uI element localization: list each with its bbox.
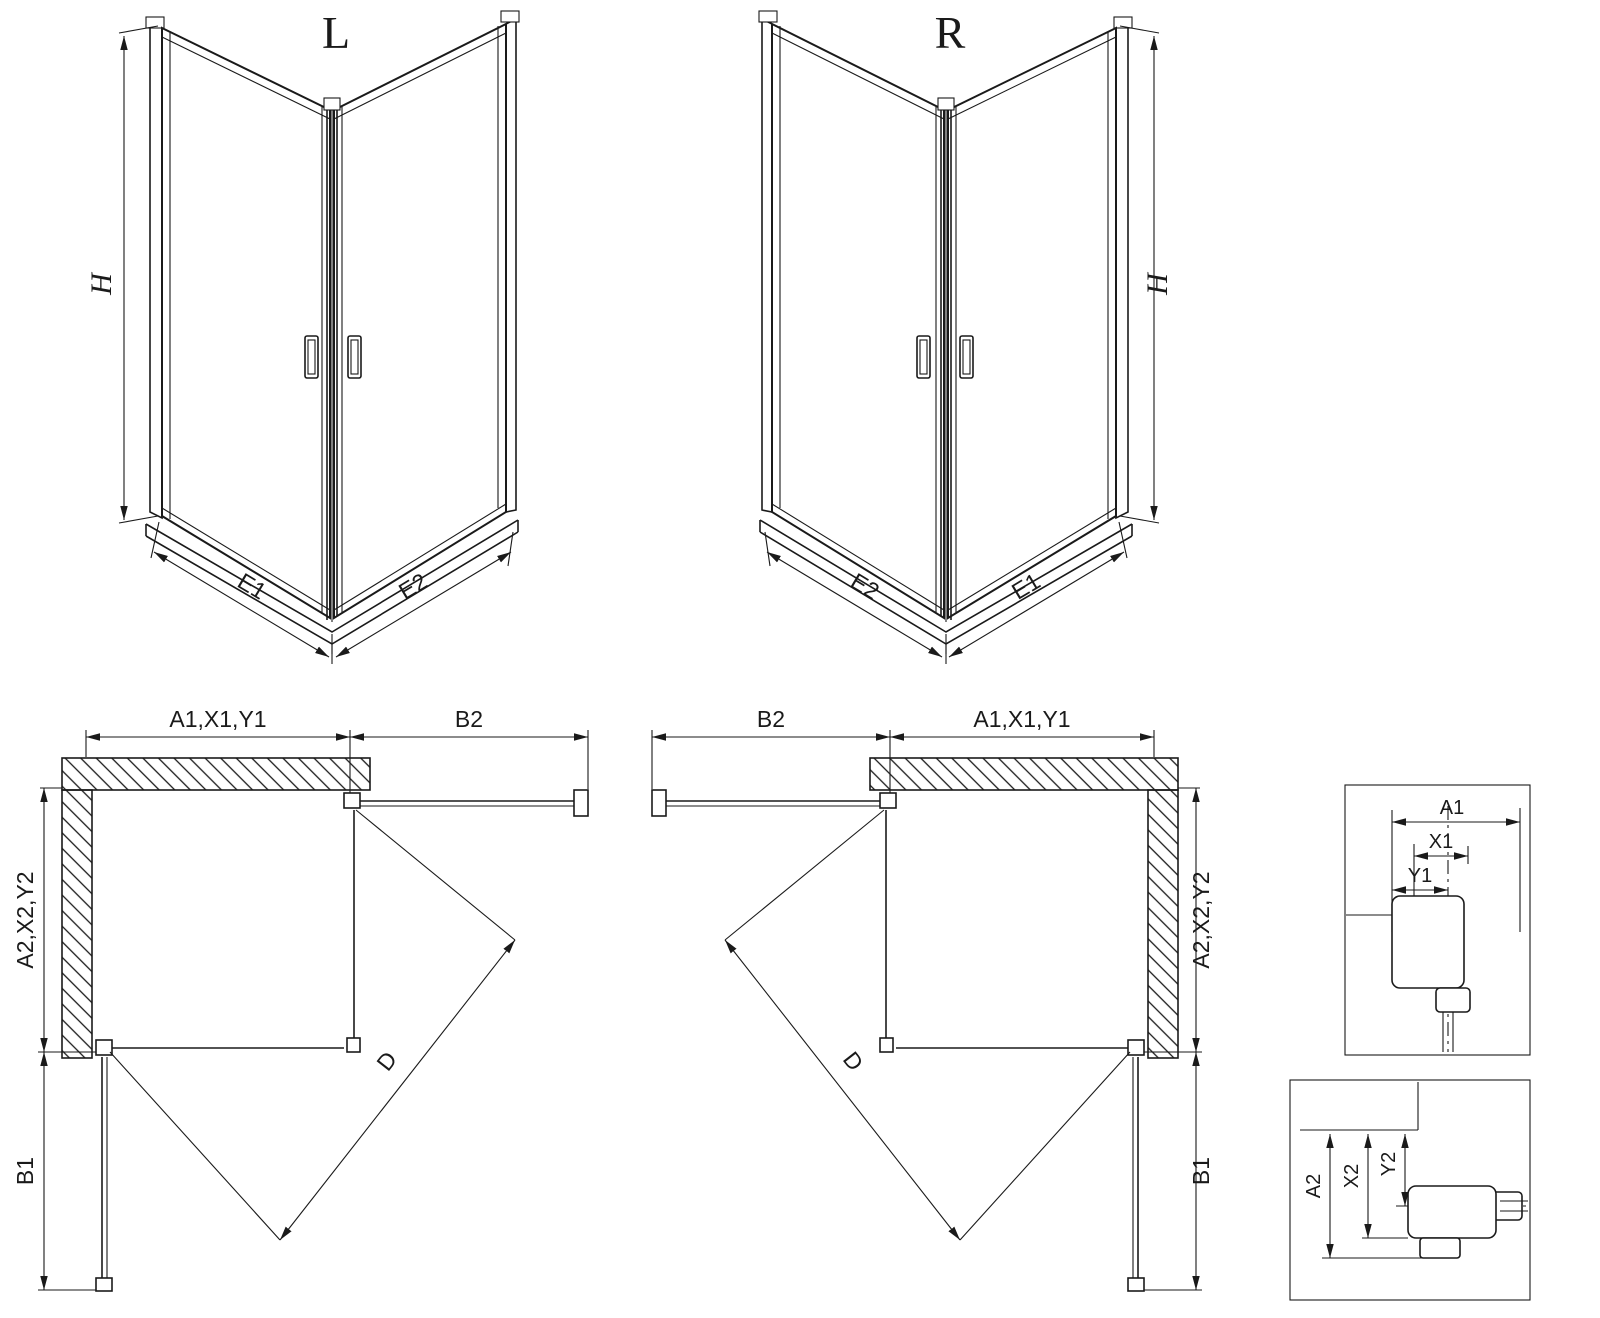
wall-left-hatched bbox=[61, 789, 93, 1059]
door-swing-diagonal bbox=[724, 809, 885, 941]
dimension-height: H bbox=[85, 25, 159, 524]
door-swing-diagonal bbox=[109, 1051, 281, 1241]
corner-fitting bbox=[879, 1037, 894, 1053]
right-wall-profile bbox=[1115, 22, 1129, 520]
door-open-top bbox=[343, 789, 589, 817]
glass-panel-right bbox=[947, 26, 1117, 620]
door-end-bracket bbox=[573, 789, 589, 817]
profile-body bbox=[1407, 1185, 1497, 1239]
iso-view-right: R bbox=[758, 7, 1174, 664]
dimension-top: A1,X1,Y1 B2 bbox=[651, 706, 1155, 794]
corner-fitting bbox=[346, 1037, 361, 1053]
dimension-height: H bbox=[1119, 25, 1174, 524]
dimension-diagonal: D bbox=[279, 939, 516, 1241]
dim-label-b2: B2 bbox=[757, 706, 785, 732]
top-frame-line bbox=[333, 32, 507, 120]
iso-view-left: L bbox=[85, 7, 520, 664]
wall-right-hatched bbox=[1147, 789, 1179, 1059]
door-open-bottom bbox=[1127, 1057, 1145, 1292]
view-label-right: R bbox=[935, 7, 966, 58]
door-hinge-fitting bbox=[95, 1039, 113, 1056]
door-handle-left bbox=[304, 335, 319, 379]
dim-label-d: D bbox=[838, 1047, 869, 1076]
door-swing-diagonal bbox=[355, 809, 516, 941]
door-end-bracket bbox=[95, 1277, 113, 1292]
dim-label-x1: X1 bbox=[1429, 831, 1453, 853]
wall-top-hatched bbox=[61, 757, 371, 791]
profile-foot bbox=[1419, 1237, 1461, 1259]
profile-body bbox=[1391, 895, 1465, 989]
plan-view-right: A1,X1,Y1 B2 A2,X2,Y2 B1 bbox=[651, 706, 1214, 1292]
dim-label-a2x2y2: A2,X2,Y2 bbox=[12, 871, 38, 968]
left-wall-profile bbox=[761, 17, 773, 513]
plan-view-left: A1,X1,Y1 B2 A2,X2,Y2 B1 bbox=[12, 706, 589, 1292]
dim-label-b1: B1 bbox=[1188, 1157, 1214, 1185]
dim-label-y2: Y2 bbox=[1378, 1152, 1400, 1176]
dim-label-b1: B1 bbox=[12, 1157, 38, 1185]
dim-label-a1: A1 bbox=[1440, 797, 1464, 819]
dim-label-h: H bbox=[1141, 271, 1174, 296]
glass-panel-left bbox=[161, 26, 331, 620]
door-handle-right bbox=[347, 335, 362, 379]
right-profile-cap bbox=[1113, 16, 1133, 29]
detail-bottom-profile: A2 X2 Y2 bbox=[1289, 1079, 1531, 1301]
left-profile-cap bbox=[145, 16, 165, 29]
door-handle-left bbox=[916, 335, 931, 379]
door-open-top bbox=[651, 789, 897, 817]
door-hinge-fitting bbox=[343, 792, 361, 809]
right-profile-cap bbox=[500, 10, 520, 23]
door-hinge-fitting bbox=[1127, 1039, 1145, 1056]
dim-label-b2: B2 bbox=[455, 706, 483, 732]
view-label-left: L bbox=[322, 7, 350, 58]
dim-label-d: D bbox=[371, 1047, 402, 1076]
top-frame-line bbox=[947, 36, 1117, 120]
door-end-bracket bbox=[651, 789, 667, 817]
dim-label-a2x2y2: A2,X2,Y2 bbox=[1188, 871, 1214, 968]
dimension-diagonal: D bbox=[724, 939, 961, 1241]
left-wall-profile bbox=[149, 22, 163, 520]
dim-label-a1x1y1: A1,X1,Y1 bbox=[973, 706, 1070, 732]
glass-panel-left bbox=[771, 22, 945, 620]
glass-panel-right bbox=[333, 22, 507, 620]
dim-label-y1: Y1 bbox=[1408, 865, 1432, 887]
door-hinge-fitting bbox=[879, 792, 897, 809]
detail-top-profile: A1 X1 Y1 bbox=[1344, 784, 1531, 1056]
top-frame-line bbox=[771, 32, 945, 120]
dimension-side: A2,X2,Y2 B1 bbox=[12, 787, 98, 1291]
corner-cap bbox=[937, 97, 955, 111]
left-profile-cap bbox=[758, 10, 778, 23]
detail-box bbox=[1289, 1079, 1531, 1301]
right-wall-profile bbox=[505, 17, 517, 513]
dim-label-h: H bbox=[85, 271, 118, 296]
door-handle-right bbox=[959, 335, 974, 379]
wall-top-hatched bbox=[869, 757, 1179, 791]
top-frame-line bbox=[161, 36, 331, 120]
dim-label-x2: X2 bbox=[1341, 1164, 1363, 1188]
dimension-top: A1,X1,Y1 B2 bbox=[85, 706, 589, 794]
dim-label-a1x1y1: A1,X1,Y1 bbox=[169, 706, 266, 732]
detail-box bbox=[1344, 784, 1531, 1056]
dim-label-a2: A2 bbox=[1303, 1174, 1325, 1198]
corner-cap bbox=[323, 97, 341, 111]
glass-clamp bbox=[1435, 987, 1471, 1013]
door-end-bracket bbox=[1127, 1277, 1145, 1292]
door-open-bottom bbox=[95, 1057, 113, 1292]
dimension-side: A2,X2,Y2 B1 bbox=[1142, 787, 1214, 1291]
door-swing-diagonal bbox=[959, 1051, 1131, 1241]
